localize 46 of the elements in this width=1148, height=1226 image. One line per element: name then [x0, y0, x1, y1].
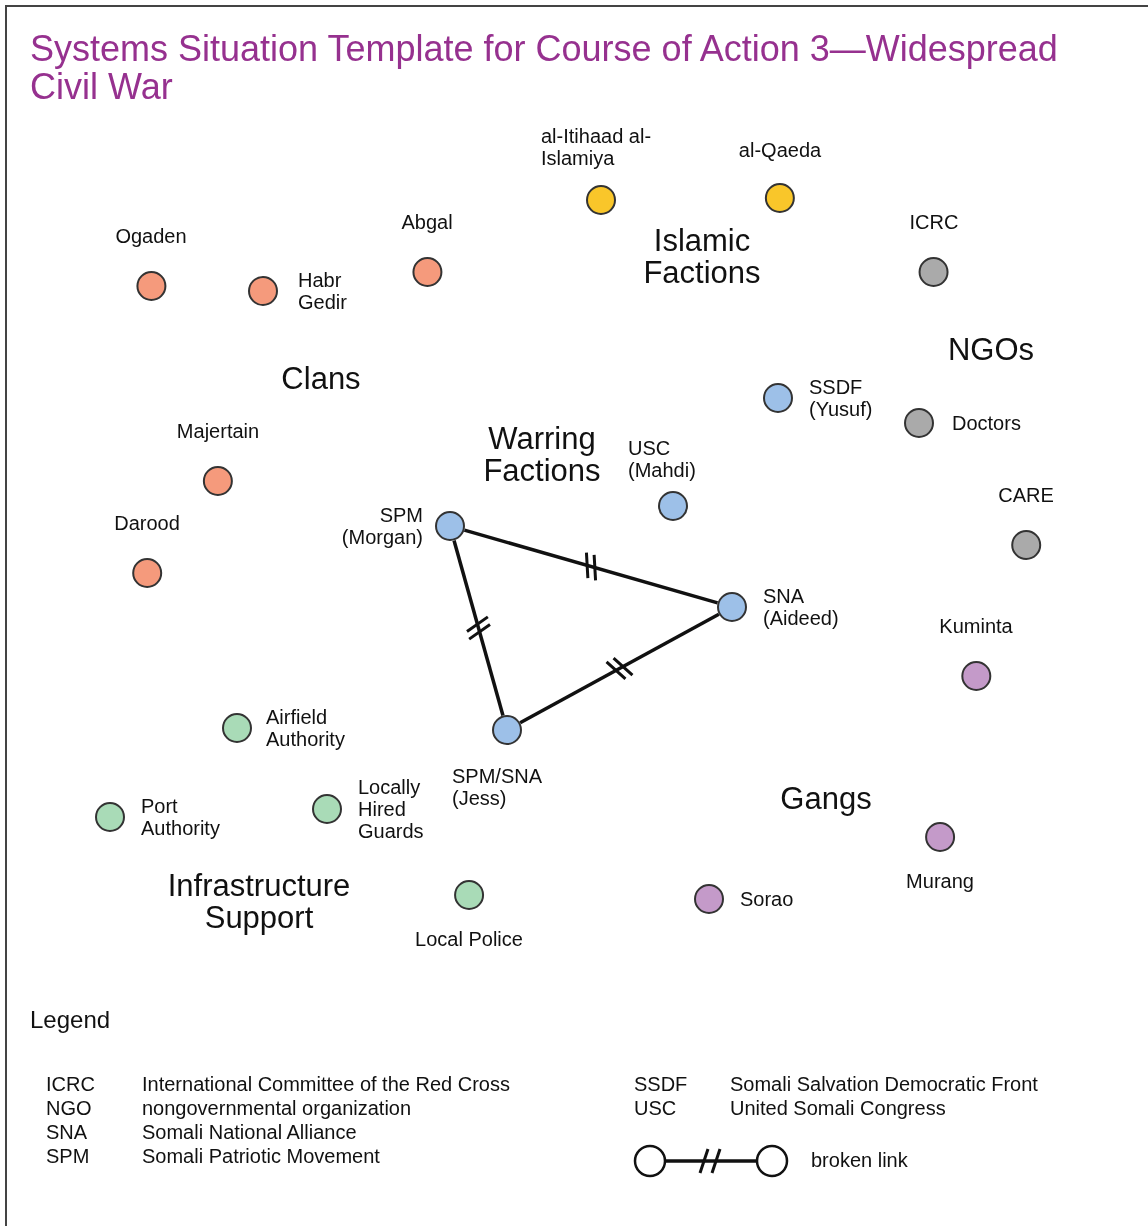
node-label: Port Authority: [141, 795, 221, 839]
node-label: CARE: [998, 484, 1054, 506]
node-label: Locally Hired Guards: [358, 776, 425, 842]
legend-definition: Somali National Alliance: [142, 1120, 357, 1144]
node-label: Local Police: [415, 928, 523, 950]
node-label: SNA (Aideed): [763, 585, 840, 629]
legend-definition: Somali Patriotic Movement: [142, 1144, 380, 1168]
legend-definition: International Committee of the Red Cross: [142, 1072, 510, 1096]
node-label: Majertain: [176, 420, 260, 442]
broken-link-line: [519, 612, 720, 725]
broken-link-line: [452, 540, 505, 716]
legend-definition: Somali Salvation Democratic Front: [730, 1072, 1038, 1096]
group-label: Infrastructure Support: [166, 870, 352, 934]
node-label: SPM (Morgan): [340, 504, 423, 548]
title: Systems Situation Template for Course of Action 3—Widespread Civil War: [30, 30, 1059, 106]
legend-definition: nongovernmental organization: [142, 1096, 412, 1120]
group-label: Warring Factions: [482, 423, 602, 487]
group-label: Clans: [281, 363, 361, 395]
node-label: Sorao: [740, 888, 794, 910]
node-label: SPM/SNA (Jess): [452, 765, 543, 809]
node-label: ICRC: [909, 211, 959, 233]
group-label: Islamic Factions: [642, 225, 762, 289]
legend-abbreviation: USC: [634, 1096, 677, 1120]
node-label: Murang: [906, 870, 974, 892]
legend-definition: United Somali Congress: [730, 1096, 946, 1120]
node-label: Kuminta: [939, 615, 1013, 637]
legend-abbreviation: ICRC: [46, 1072, 95, 1096]
legend-text: broken link: [811, 1148, 908, 1172]
node-label: Abgal: [401, 211, 453, 233]
node-label: Habr Gedir: [298, 269, 348, 313]
legend-abbreviation: NGO: [46, 1096, 92, 1120]
legend-heading: Legend: [30, 1006, 111, 1034]
node-label: al-Itihaad al-Islamiya: [541, 125, 653, 169]
node-label: SSDF (Yusuf): [809, 376, 874, 420]
node-label: Darood: [114, 512, 180, 534]
legend-abbreviation: SNA: [46, 1120, 88, 1144]
legend-abbreviation: SSDF: [634, 1072, 688, 1096]
node-label: al-Qaeda: [738, 139, 822, 161]
node-label: Doctors: [952, 412, 1021, 434]
group-label: NGOs: [947, 334, 1035, 366]
node-label: USC (Mahdi): [628, 437, 697, 481]
node-label: Ogaden: [115, 225, 187, 247]
broken-link-line: [463, 528, 719, 605]
group-label: Gangs: [780, 783, 872, 815]
node-label: Airfield Authority: [266, 706, 346, 750]
legend-abbreviation: SPM: [46, 1144, 90, 1168]
